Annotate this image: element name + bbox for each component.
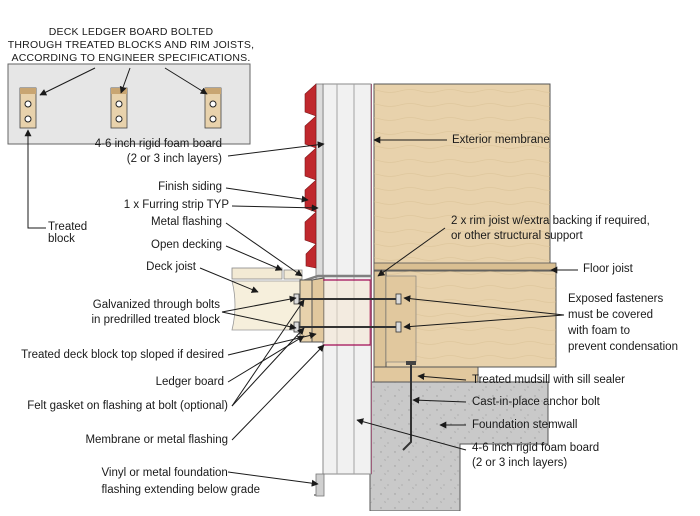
treated-deck-block [311,277,325,343]
open-decking-label: Open decking [151,239,222,251]
finish-siding-label: Finish siding [158,181,222,193]
galvanized-bolts-label: Galvanized through bolts in predrilled t… [91,299,221,326]
inset-title-line-1: DECK LEDGER BOARD BOLTED [48,26,214,38]
deck-joist [231,280,301,331]
membrane-flashing-label: Membrane or metal flashing [85,434,228,446]
inset-treated-block-1 [19,87,37,129]
rigid-foam-top-label: 4-6 inch rigid foam board (2 or 3 inch l… [94,138,222,165]
treated-mudsill-label: Treated mudsill with sill sealer [472,374,625,386]
exposed-fasteners-label: Exposed fasteners must be covered with f… [568,293,678,353]
rigid-foam-bottom-label: 4-6 inch rigid foam board (2 or 3 inch l… [472,442,600,469]
inset-title: DECK LEDGER BOARD BOLTED THROUGH TREATED… [2,26,260,65]
exterior-membrane-label: Exterior membrane [452,134,550,146]
inset-treated-block-3 [204,87,222,129]
vinyl-flashing-label: Vinyl or metal foundation flashing exten… [101,467,260,496]
furring-strip-label: 1 x Furring strip TYP [123,199,229,211]
upper-wall-framing [373,83,551,272]
inset-detail [7,63,251,229]
ledger-board-label: Ledger board [155,376,224,388]
inset-title-line-2: THROUGH TREATED BLOCKS AND RIM JOISTS, [7,39,255,51]
furring-strip [315,83,324,283]
leader-lines [199,136,578,487]
floor-system [373,262,557,451]
ledger-board [299,279,313,343]
floor-joist-label: Floor joist [583,263,633,275]
open-decking [231,267,303,280]
foundation-stemwall [369,381,549,512]
inset-title-line-3: ACCORDING TO ENGINEER SPECIFICATIONS. [11,52,251,64]
metal-flashing-label: Metal flashing [151,216,222,228]
rigid-foam-board [322,83,372,475]
treated-block-label: Treated block [48,221,88,245]
rim-joist-label: 2 x rim joist w/extra backing if require… [451,215,650,242]
felt-gasket-label: Felt gasket on flashing at bolt (optiona… [27,400,228,412]
foundation-stemwall-label: Foundation stemwall [472,419,578,431]
anchor-bolt-label: Cast-in-place anchor bolt [472,396,600,408]
inset-treated-block-2 [110,87,128,129]
deck-block-top-label: Treated deck block top sloped if desired [21,349,224,361]
deck-joist-label: Deck joist [146,261,196,273]
finish-siding [304,83,317,269]
